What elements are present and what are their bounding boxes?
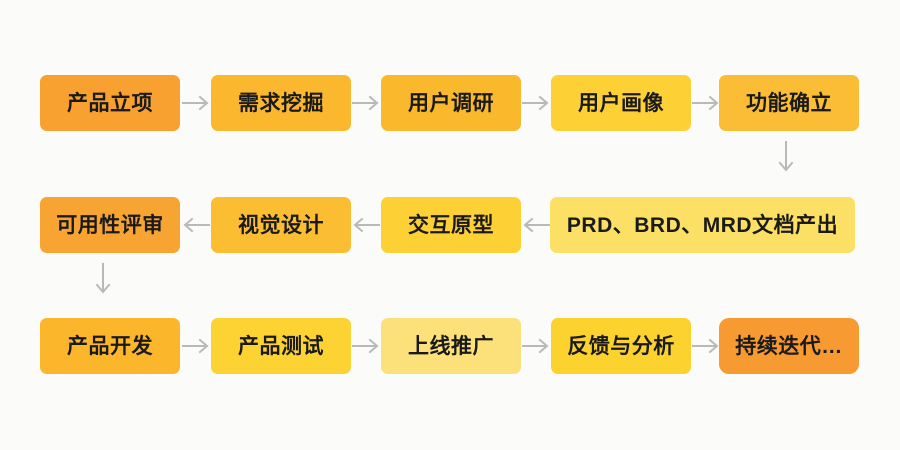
arrow-left-icon: [521, 214, 551, 236]
arrow-right-icon: [181, 92, 211, 114]
flow-node[interactable]: 持续迭代…: [719, 318, 859, 374]
arrow-right-icon: [521, 335, 551, 357]
flow-node[interactable]: 视觉设计: [211, 197, 351, 253]
arrow-right-icon: [521, 92, 551, 114]
arrow-right-icon: [691, 92, 721, 114]
arrow-right-icon: [351, 92, 381, 114]
flow-node[interactable]: PRD、BRD、MRD文档产出: [550, 197, 855, 253]
flow-node[interactable]: 产品测试: [211, 318, 351, 374]
arrow-down-icon: [775, 140, 797, 174]
flow-node[interactable]: 产品立项: [40, 75, 180, 131]
flow-node[interactable]: 反馈与分析: [551, 318, 691, 374]
arrow-right-icon: [181, 335, 211, 357]
flow-node[interactable]: 用户画像: [551, 75, 691, 131]
flow-node[interactable]: 上线推广: [381, 318, 521, 374]
flow-node[interactable]: 用户调研: [381, 75, 521, 131]
flow-node[interactable]: 交互原型: [381, 197, 521, 253]
flow-node[interactable]: 产品开发: [40, 318, 180, 374]
flow-node[interactable]: 可用性评审: [40, 197, 180, 253]
arrow-right-icon: [351, 335, 381, 357]
arrow-down-icon: [92, 262, 114, 296]
flow-node[interactable]: 功能确立: [719, 75, 859, 131]
arrow-left-icon: [351, 214, 381, 236]
arrow-left-icon: [181, 214, 211, 236]
flow-node[interactable]: 需求挖掘: [211, 75, 351, 131]
arrow-right-icon: [691, 335, 721, 357]
